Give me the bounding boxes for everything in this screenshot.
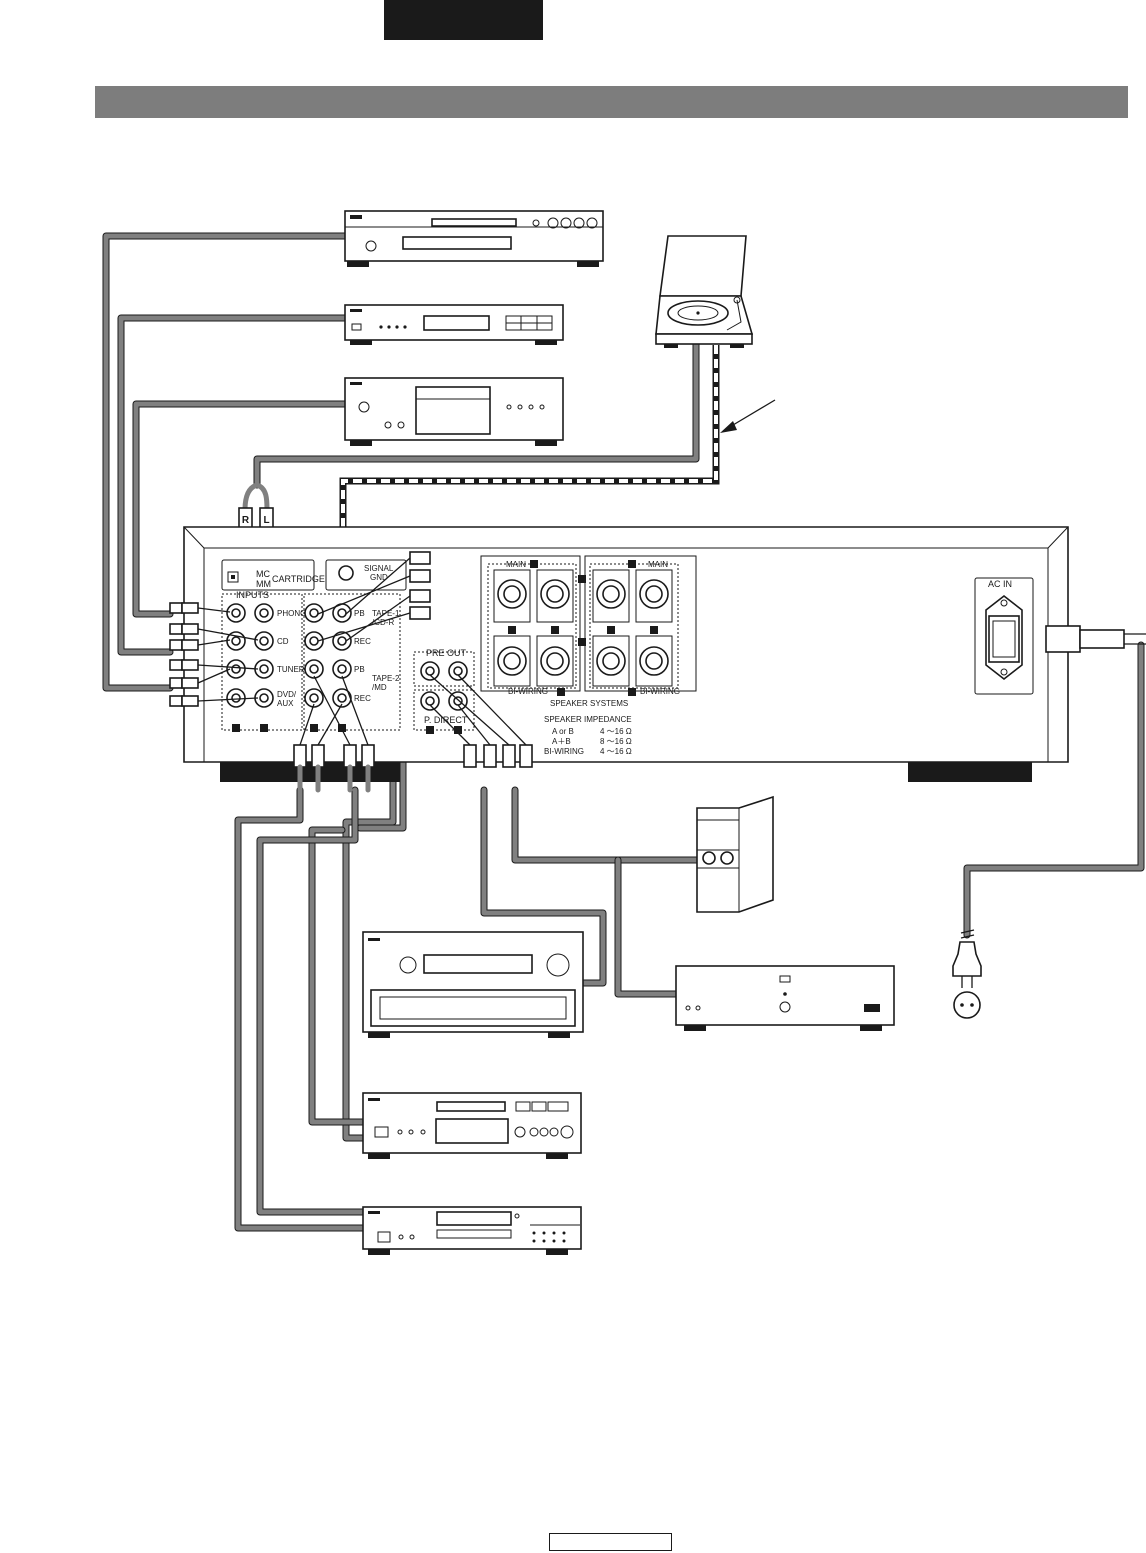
cable-cd-player	[102, 232, 349, 692]
svg-text:4 ～16 Ω: 4 ～16 Ω	[600, 727, 632, 736]
section-tab	[384, 0, 543, 40]
svg-text:TUNER: TUNER	[277, 665, 305, 674]
svg-text:PB: PB	[354, 609, 365, 618]
turntable	[655, 235, 754, 348]
svg-text:P. DIRECT: P. DIRECT	[424, 715, 468, 725]
svg-text:AC IN: AC IN	[988, 579, 1012, 589]
svg-text:L: L	[263, 515, 269, 526]
tape1-rca-plugs	[317, 551, 431, 642]
svg-text:CARTRIDGE: CARTRIDGE	[272, 574, 325, 584]
pre-out-rca-plugs	[429, 674, 533, 768]
svg-text:A or B: A or B	[552, 727, 574, 736]
svg-text:BI-WIRING: BI-WIRING	[544, 747, 584, 756]
svg-text:AUX: AUX	[277, 699, 294, 708]
cable-md-recorder	[234, 786, 369, 1232]
dvd-player	[344, 377, 564, 446]
svg-text:MM: MM	[256, 579, 271, 589]
tuner	[344, 304, 564, 345]
cd-player	[344, 210, 604, 267]
svg-text:DVD/: DVD/	[277, 690, 297, 699]
av-receiver	[362, 931, 584, 1038]
svg-text:MAIN: MAIN	[648, 560, 668, 569]
svg-text:PRE OUT: PRE OUT	[426, 648, 467, 658]
svg-text:PHONO: PHONO	[277, 609, 306, 618]
tape-deck	[362, 1092, 582, 1159]
wall-outlet-plug	[952, 929, 982, 1019]
svg-text:MC: MC	[256, 569, 270, 579]
svg-text:/MD: /MD	[372, 683, 387, 692]
cable-tuner	[117, 314, 349, 656]
svg-text:SIGNAL: SIGNAL	[364, 564, 394, 573]
svg-text:R: R	[242, 515, 250, 526]
speaker-terminals	[493, 569, 673, 687]
section-header-bar	[95, 86, 1128, 118]
cable-subwoofer-amp	[511, 786, 701, 998]
amplifier-rear-panel: MC MM CARTRIDGE SIGNAL GND INPUTS PHONO …	[183, 526, 1069, 782]
svg-text:REC: REC	[354, 637, 371, 646]
power-amplifier	[675, 965, 895, 1031]
svg-text:SPEAKER SYSTEMS: SPEAKER SYSTEMS	[550, 699, 628, 708]
cable-dvd-player	[132, 400, 349, 618]
cable-av-receiver	[480, 786, 607, 987]
input-jacks	[226, 603, 274, 708]
svg-text:BI-WIRING: BI-WIRING	[508, 687, 548, 696]
svg-text:8 ～16 Ω: 8 ～16 Ω	[600, 737, 632, 746]
cable-power	[963, 641, 1145, 939]
power-cord-plug	[1045, 625, 1146, 653]
subwoofer	[696, 795, 774, 913]
cable-turntable-audio	[253, 336, 700, 489]
svg-text:4 ～16 Ω: 4 ～16 Ω	[600, 747, 632, 756]
page-number-box	[549, 1533, 672, 1551]
svg-text:A＋B: A＋B	[552, 737, 571, 746]
svg-text:CD: CD	[277, 637, 289, 646]
svg-text:BI-WIRING: BI-WIRING	[640, 687, 680, 696]
ground-wire-arrow	[720, 399, 776, 433]
svg-text:GND: GND	[370, 573, 388, 582]
svg-text:SPEAKER IMPEDANCE: SPEAKER IMPEDANCE	[544, 715, 632, 724]
input-rca-plugs	[169, 602, 259, 707]
svg-text:REC: REC	[354, 694, 371, 703]
svg-text:PB: PB	[354, 665, 365, 674]
svg-text:/CD-R: /CD-R	[372, 618, 394, 627]
svg-text:INPUTS: INPUTS	[236, 590, 269, 600]
svg-text:TAPE-2: TAPE-2	[372, 674, 400, 683]
cable-turntable-ground	[339, 345, 720, 548]
md-recorder	[362, 1206, 582, 1255]
svg-text:MAIN: MAIN	[506, 560, 526, 569]
tape2-rca-plugs	[293, 675, 375, 793]
